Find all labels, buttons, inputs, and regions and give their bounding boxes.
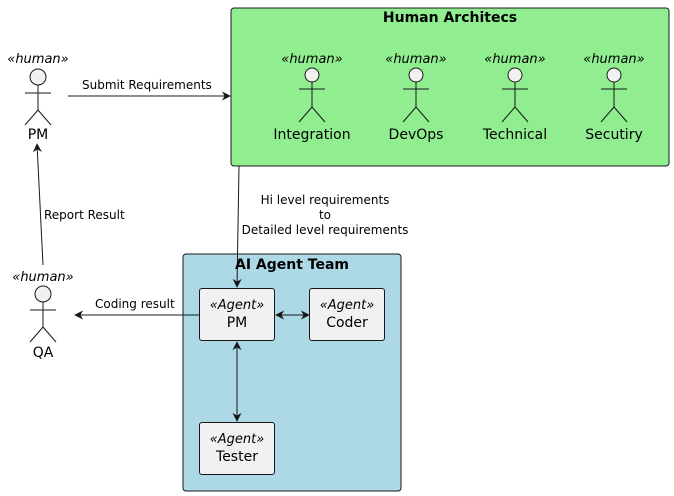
architects-title: Human Architecs <box>382 10 518 26</box>
agent-tester-name: Tester <box>216 449 258 465</box>
agent-pm-name: PM <box>226 315 248 331</box>
edge-report-result <box>32 143 44 266</box>
architect-integration-name: Integration <box>273 127 351 143</box>
actor-qa-name: QA <box>32 345 54 361</box>
edge-coding-result-label: Coding result <box>95 297 175 311</box>
architects-box <box>230 7 670 167</box>
agent-tester-stereotype: «Agent» <box>209 432 265 447</box>
architect-security-name: Secutiry <box>585 127 643 143</box>
agent-coder-name: Coder <box>326 315 368 331</box>
edge-hi-level-label-line3: Detailed level requirements <box>241 223 409 237</box>
architect-security-stereotype: «human» <box>583 52 645 67</box>
architect-technical-stereotype: «human» <box>484 52 546 67</box>
agent-team-title: AI Agent Team <box>234 257 350 273</box>
architect-integration-icon <box>298 67 326 123</box>
actor-qa-stereotype: «human» <box>12 270 74 285</box>
architect-technical-name: Technical <box>482 127 548 143</box>
edge-submit-requirements-label: Submit Requirements <box>82 78 212 92</box>
actor-pm-icon <box>24 68 52 126</box>
architect-technical-icon <box>501 67 529 123</box>
agent-coder-stereotype: «Agent» <box>319 298 375 313</box>
agent-coder-node: «Agent» Coder <box>309 288 385 341</box>
architect-devops-stereotype: «human» <box>385 52 447 67</box>
architect-devops-name: DevOps <box>388 127 444 143</box>
actor-pm-name: PM <box>27 127 49 143</box>
architect-security-icon <box>600 67 628 123</box>
architect-devops-icon <box>402 67 430 123</box>
agent-tester-node: «Agent» Tester <box>199 422 275 475</box>
agent-pm-stereotype: «Agent» <box>209 298 265 313</box>
edge-hi-level <box>232 165 242 288</box>
edge-report-result-label: Report Result <box>44 208 125 222</box>
actor-pm-stereotype: «human» <box>7 52 69 67</box>
actor-qa-icon <box>29 285 57 343</box>
architect-integration-stereotype: «human» <box>281 52 343 67</box>
edge-hi-level-label-line1: Hi level requirements <box>260 193 390 207</box>
edge-hi-level-label-line2: to <box>318 208 332 222</box>
agent-pm-node: «Agent» PM <box>199 288 275 341</box>
